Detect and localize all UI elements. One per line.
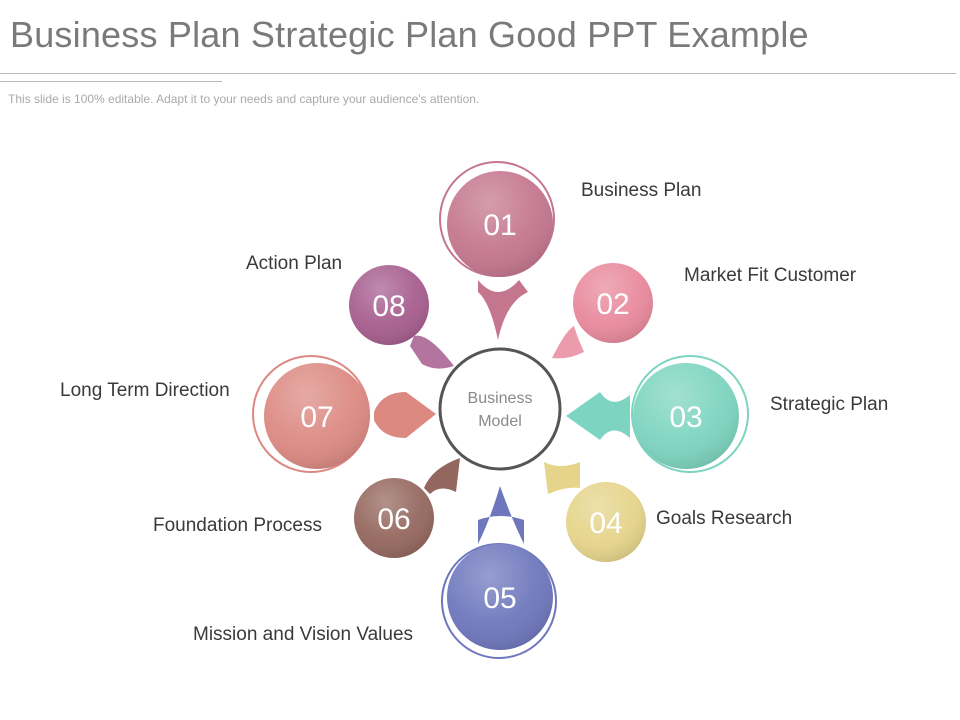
label-strategic-plan: Strategic Plan bbox=[770, 394, 889, 415]
connector-06 bbox=[424, 458, 460, 494]
connector-08 bbox=[410, 335, 454, 369]
node-07-number: 07 bbox=[300, 401, 333, 434]
node-01: 01 bbox=[439, 161, 555, 277]
node-01-number: 01 bbox=[483, 209, 516, 242]
connector-01 bbox=[478, 280, 528, 340]
label-long-term-direction: Long Term Direction bbox=[60, 380, 230, 401]
connector-02 bbox=[552, 326, 584, 359]
center-label-line2: Model bbox=[478, 413, 522, 430]
node-03-number: 03 bbox=[669, 401, 702, 434]
node-03-ring bbox=[631, 355, 749, 473]
node-05: 05 bbox=[441, 543, 557, 659]
node-06-number: 06 bbox=[377, 503, 410, 536]
slide-subtitle: This slide is 100% editable. Adapt it to… bbox=[8, 92, 480, 106]
node-05-ring bbox=[441, 543, 557, 659]
center-label-line1: Business bbox=[468, 390, 533, 407]
node-08: 08 bbox=[349, 265, 429, 345]
connector-07 bbox=[374, 392, 436, 438]
node-07: 07 bbox=[252, 355, 370, 473]
node-06: 06 bbox=[354, 478, 434, 558]
node-03: 03 bbox=[631, 355, 749, 473]
title-divider bbox=[0, 73, 956, 74]
title-underline bbox=[0, 81, 222, 82]
connector-04 bbox=[544, 462, 580, 494]
node-04: 04 bbox=[566, 482, 646, 562]
label-market-fit-customer: Market Fit Customer bbox=[684, 265, 857, 286]
connector-03 bbox=[566, 392, 630, 440]
node-05-number: 05 bbox=[483, 582, 516, 615]
label-action-plan: Action Plan bbox=[246, 253, 343, 274]
label-foundation-process: Foundation Process bbox=[153, 515, 322, 536]
node-02-number: 02 bbox=[596, 288, 629, 321]
node-08-number: 08 bbox=[372, 290, 405, 323]
label-mission-vision-values: Mission and Vision Values bbox=[193, 624, 414, 645]
label-goals-research: Goals Research bbox=[656, 508, 793, 529]
node-04-number: 04 bbox=[589, 507, 622, 540]
center-hub bbox=[438, 347, 562, 471]
slide-title: Business Plan Strategic Plan Good PPT Ex… bbox=[10, 14, 809, 55]
node-02: 02 bbox=[573, 263, 653, 343]
label-business-plan: Business Plan bbox=[581, 180, 702, 201]
connector-05 bbox=[478, 486, 524, 544]
